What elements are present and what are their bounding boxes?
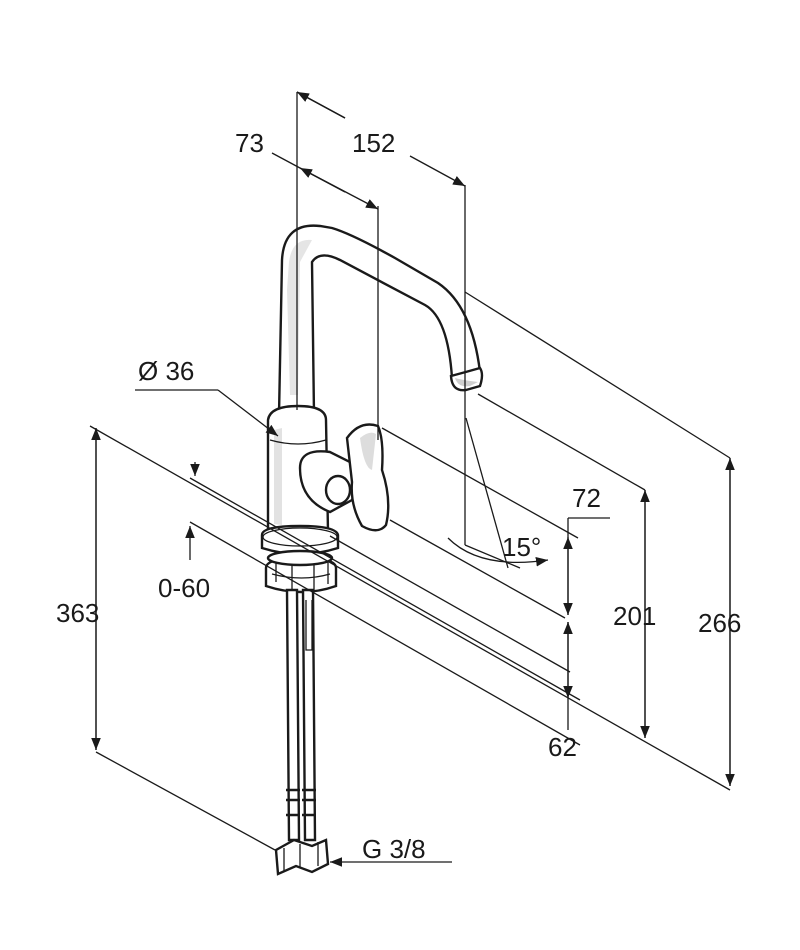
dim-62-label: 62 [548, 732, 577, 762]
dim-266-label: 266 [698, 608, 741, 638]
spout-tube [277, 224, 482, 417]
supply-hose-right [301, 588, 317, 842]
dimension-lines [89, 91, 735, 867]
dim-diameter-label: Ø 36 [138, 356, 194, 386]
dim-adjust-label: 0-60 [158, 573, 210, 603]
dim-angle-label: 15° [502, 532, 541, 562]
lever-handle [345, 423, 390, 532]
spout-outlet [449, 366, 484, 392]
dim-201-label: 201 [613, 601, 656, 631]
faucet-body [260, 224, 484, 876]
supply-hose-left [285, 588, 301, 842]
dim-thread-label: G 3/8 [362, 834, 426, 864]
dim-152-label: 152 [352, 128, 395, 158]
dim-72-label: 72 [572, 483, 601, 513]
dim-363-label: 363 [56, 598, 99, 628]
dim-73-label: 73 [235, 128, 264, 158]
spout-highlight [287, 239, 312, 395]
